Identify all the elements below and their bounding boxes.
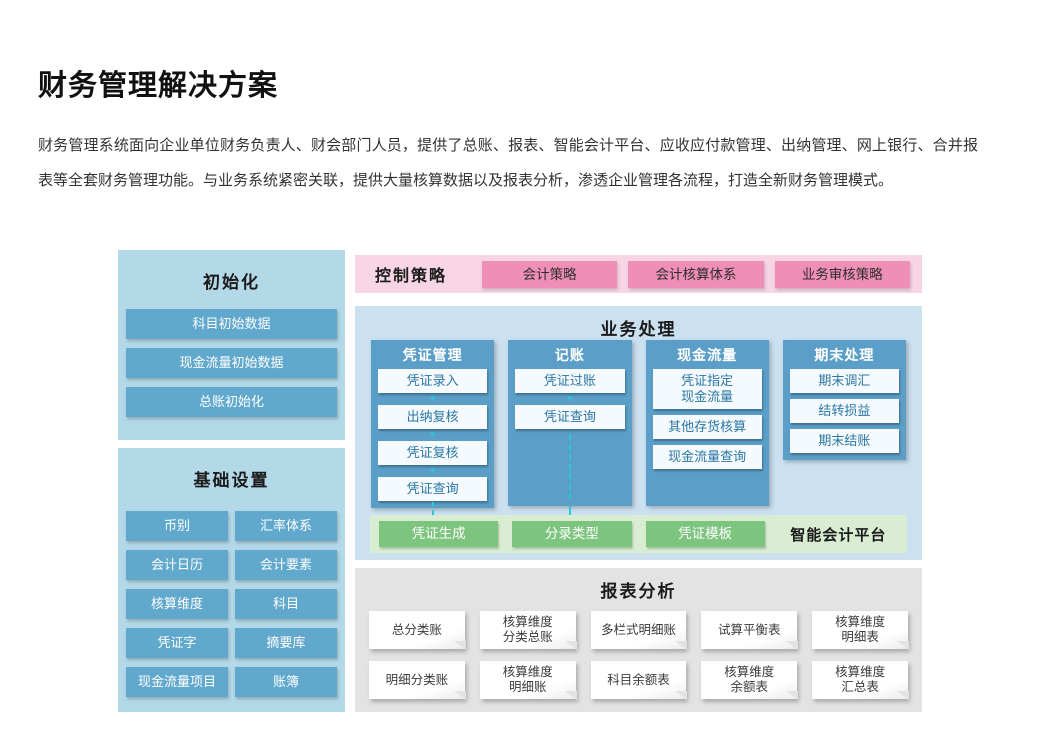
control-strategy-item: 会计策略 bbox=[482, 260, 618, 288]
control-strategy-title: 控制策略 bbox=[375, 268, 448, 285]
report-item: 核算维度 分类总账 bbox=[479, 611, 577, 650]
column-header: 期末处理 bbox=[814, 347, 875, 363]
flow-item: 期末调汇 bbox=[789, 369, 899, 393]
column-header: 现金流量 bbox=[677, 347, 738, 363]
smart-cell: 凭证生成 bbox=[379, 521, 499, 547]
smart-cell: 凭证模板 bbox=[645, 521, 765, 547]
flow-item: 凭证复核 bbox=[378, 441, 488, 465]
report-item: 总分类账 bbox=[369, 611, 466, 650]
flow-item: 其他存货核算 bbox=[652, 415, 762, 439]
report-analysis-title: 报表分析 bbox=[600, 582, 677, 601]
report-item: 多栏式明细账 bbox=[590, 611, 688, 650]
init-item: 现金流量初始数据 bbox=[126, 348, 337, 378]
basic-settings-panel-title: 基础设置 bbox=[193, 471, 270, 490]
report-row: 总分类账 核算维度 分类总账 多栏式明细账 试算平衡表 核算维度 明细表 bbox=[355, 611, 922, 650]
smart-item: 凭证生成 bbox=[379, 521, 499, 547]
dashed-connector bbox=[568, 435, 571, 499]
init-item: 科目初始数据 bbox=[126, 309, 337, 339]
flow-item: 期末结账 bbox=[789, 429, 899, 453]
flow-item: 凭证查询 bbox=[515, 405, 625, 429]
smart-accounting-strip: 凭证生成 分录类型 凭证模板 智能会计平台 bbox=[370, 515, 907, 553]
flow-item: 凭证录入 bbox=[378, 369, 488, 393]
basic-settings-panel: 基础设置 币别 汇率体系 会计日历 会计要素 核算维度 科目 凭证字 摘要库 现… bbox=[118, 448, 345, 712]
report-item: 核算维度 汇总表 bbox=[812, 661, 909, 700]
basic-item: 现金流量项目 bbox=[126, 667, 228, 697]
report-row: 明细分类账 核算维度 明细账 科目余额表 核算维度 余额表 核算维度 汇总表 bbox=[355, 661, 922, 700]
initialization-items: 科目初始数据 现金流量初始数据 总账初始化 bbox=[118, 293, 345, 417]
report-item: 核算维度 明细表 bbox=[812, 611, 909, 650]
basic-item: 账簿 bbox=[235, 667, 337, 697]
basic-item: 会计要素 bbox=[235, 550, 337, 580]
business-processing-title: 业务处理 bbox=[600, 320, 677, 339]
bookkeeping-column: 记账 凭证过账 ▼ 凭证查询 bbox=[508, 340, 632, 506]
flow-item: 现金流量查询 bbox=[652, 445, 762, 469]
page-description: 财务管理系统面向企业单位财务负责人、财会部门人员，提供了总账、报表、智能会计平台… bbox=[38, 137, 978, 189]
control-strategy-strip: 控制策略 会计策略 会计核算体系 业务审核策略 bbox=[355, 255, 922, 293]
flow-item: 凭证指定 现金流量 bbox=[652, 369, 762, 409]
basic-item: 凭证字 bbox=[126, 628, 228, 658]
basic-settings-grid: 币别 汇率体系 会计日历 会计要素 核算维度 科目 凭证字 摘要库 现金流量项目… bbox=[118, 491, 345, 697]
smart-item: 分录类型 bbox=[512, 521, 632, 547]
smart-cell: 分录类型 bbox=[512, 521, 632, 547]
initialization-panel: 初始化 科目初始数据 现金流量初始数据 总账初始化 bbox=[118, 250, 345, 440]
smart-platform-label: 智能会计平台 bbox=[790, 526, 887, 544]
dashed-connector bbox=[432, 502, 434, 515]
period-end-column: 期末处理 期末调汇 结转损益 期末结账 bbox=[782, 340, 906, 460]
basic-item: 摘要库 bbox=[235, 628, 337, 658]
business-processing-panel: 业务处理 凭证管理 凭证录入 ▼ 出纳复核 ▼ 凭证复核 ▼ 凭证查询 记账 凭… bbox=[355, 306, 922, 560]
cash-flow-column: 现金流量 凭证指定 现金流量 其他存货核算 现金流量查询 bbox=[645, 340, 769, 506]
report-item: 核算维度 明细账 bbox=[479, 661, 577, 700]
down-arrow-icon: ▼ bbox=[565, 394, 574, 403]
solution-diagram: 初始化 科目初始数据 现金流量初始数据 总账初始化 基础设置 币别 汇率体系 会… bbox=[118, 250, 922, 712]
flow-item: 出纳复核 bbox=[378, 405, 488, 429]
down-arrow-icon: ▼ bbox=[428, 466, 437, 475]
report-analysis-panel: 报表分析 总分类账 核算维度 分类总账 多栏式明细账 试算平衡表 核算维度 明细… bbox=[355, 568, 922, 712]
report-item: 科目余额表 bbox=[590, 661, 688, 700]
smart-cell: 智能会计平台 bbox=[779, 524, 898, 545]
report-item: 核算维度 余额表 bbox=[701, 661, 798, 700]
control-strategy-item: 业务审核策略 bbox=[774, 260, 910, 288]
init-item: 总账初始化 bbox=[126, 387, 337, 417]
report-item: 试算平衡表 bbox=[701, 611, 798, 650]
voucher-management-column: 凭证管理 凭证录入 ▼ 出纳复核 ▼ 凭证复核 ▼ 凭证查询 bbox=[371, 340, 495, 508]
basic-item: 币别 bbox=[126, 511, 228, 541]
initialization-panel-title: 初始化 bbox=[203, 273, 260, 292]
flow-item: 凭证过账 bbox=[515, 369, 625, 393]
column-header: 记账 bbox=[554, 347, 585, 363]
down-arrow-icon: ▼ bbox=[428, 430, 437, 439]
page-title: 财务管理解决方案 bbox=[38, 70, 279, 102]
down-arrow-icon: ▼ bbox=[428, 394, 437, 403]
basic-item: 核算维度 bbox=[126, 589, 228, 619]
business-columns: 凭证管理 凭证录入 ▼ 出纳复核 ▼ 凭证复核 ▼ 凭证查询 记账 凭证过账 ▼… bbox=[371, 340, 906, 508]
basic-item: 汇率体系 bbox=[235, 511, 337, 541]
dashed-connector bbox=[569, 506, 571, 515]
flow-item: 凭证查询 bbox=[378, 477, 488, 501]
flow-item: 结转损益 bbox=[789, 399, 899, 423]
smart-item: 凭证模板 bbox=[645, 521, 765, 547]
basic-item: 科目 bbox=[235, 589, 337, 619]
control-strategy-item: 会计核算体系 bbox=[628, 260, 764, 288]
column-header: 凭证管理 bbox=[402, 347, 463, 363]
report-item: 明细分类账 bbox=[369, 661, 466, 700]
basic-item: 会计日历 bbox=[126, 550, 228, 580]
